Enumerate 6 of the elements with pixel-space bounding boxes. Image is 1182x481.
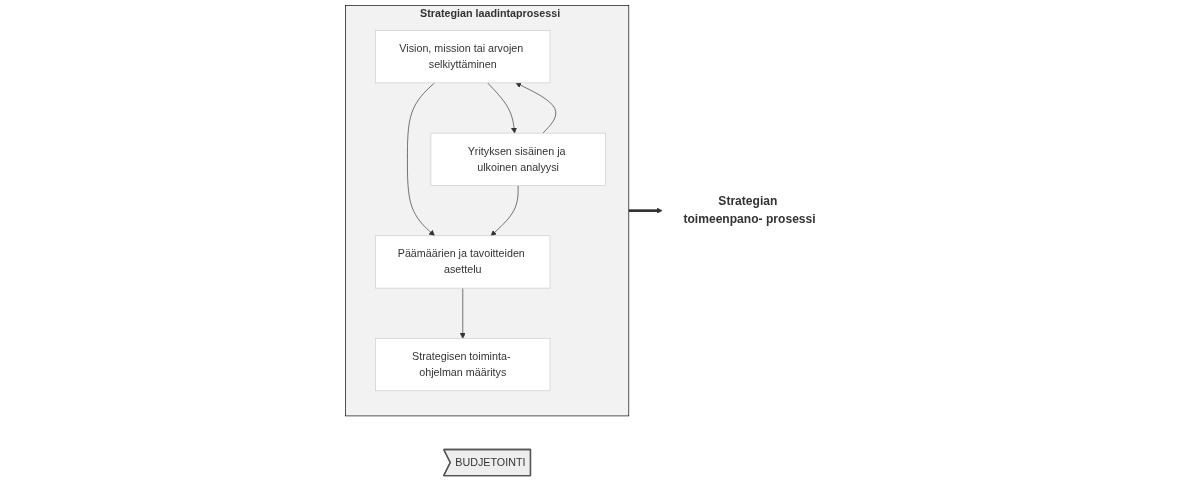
arrow — [628, 207, 663, 214]
node-box: Vision, mission tai arvojen selkiyttäminen — [375, 30, 551, 84]
node-text: Strategian toimeenpano- prosessi — [683, 194, 816, 227]
node-box: Yrityksen sisäinen ja ulkoinen analyysi — [430, 132, 606, 186]
node-box: Strategisen toiminta- ohjelman määritys — [375, 338, 551, 392]
node-box: Päämäärien ja tavoitteiden asettelu — [375, 235, 551, 289]
